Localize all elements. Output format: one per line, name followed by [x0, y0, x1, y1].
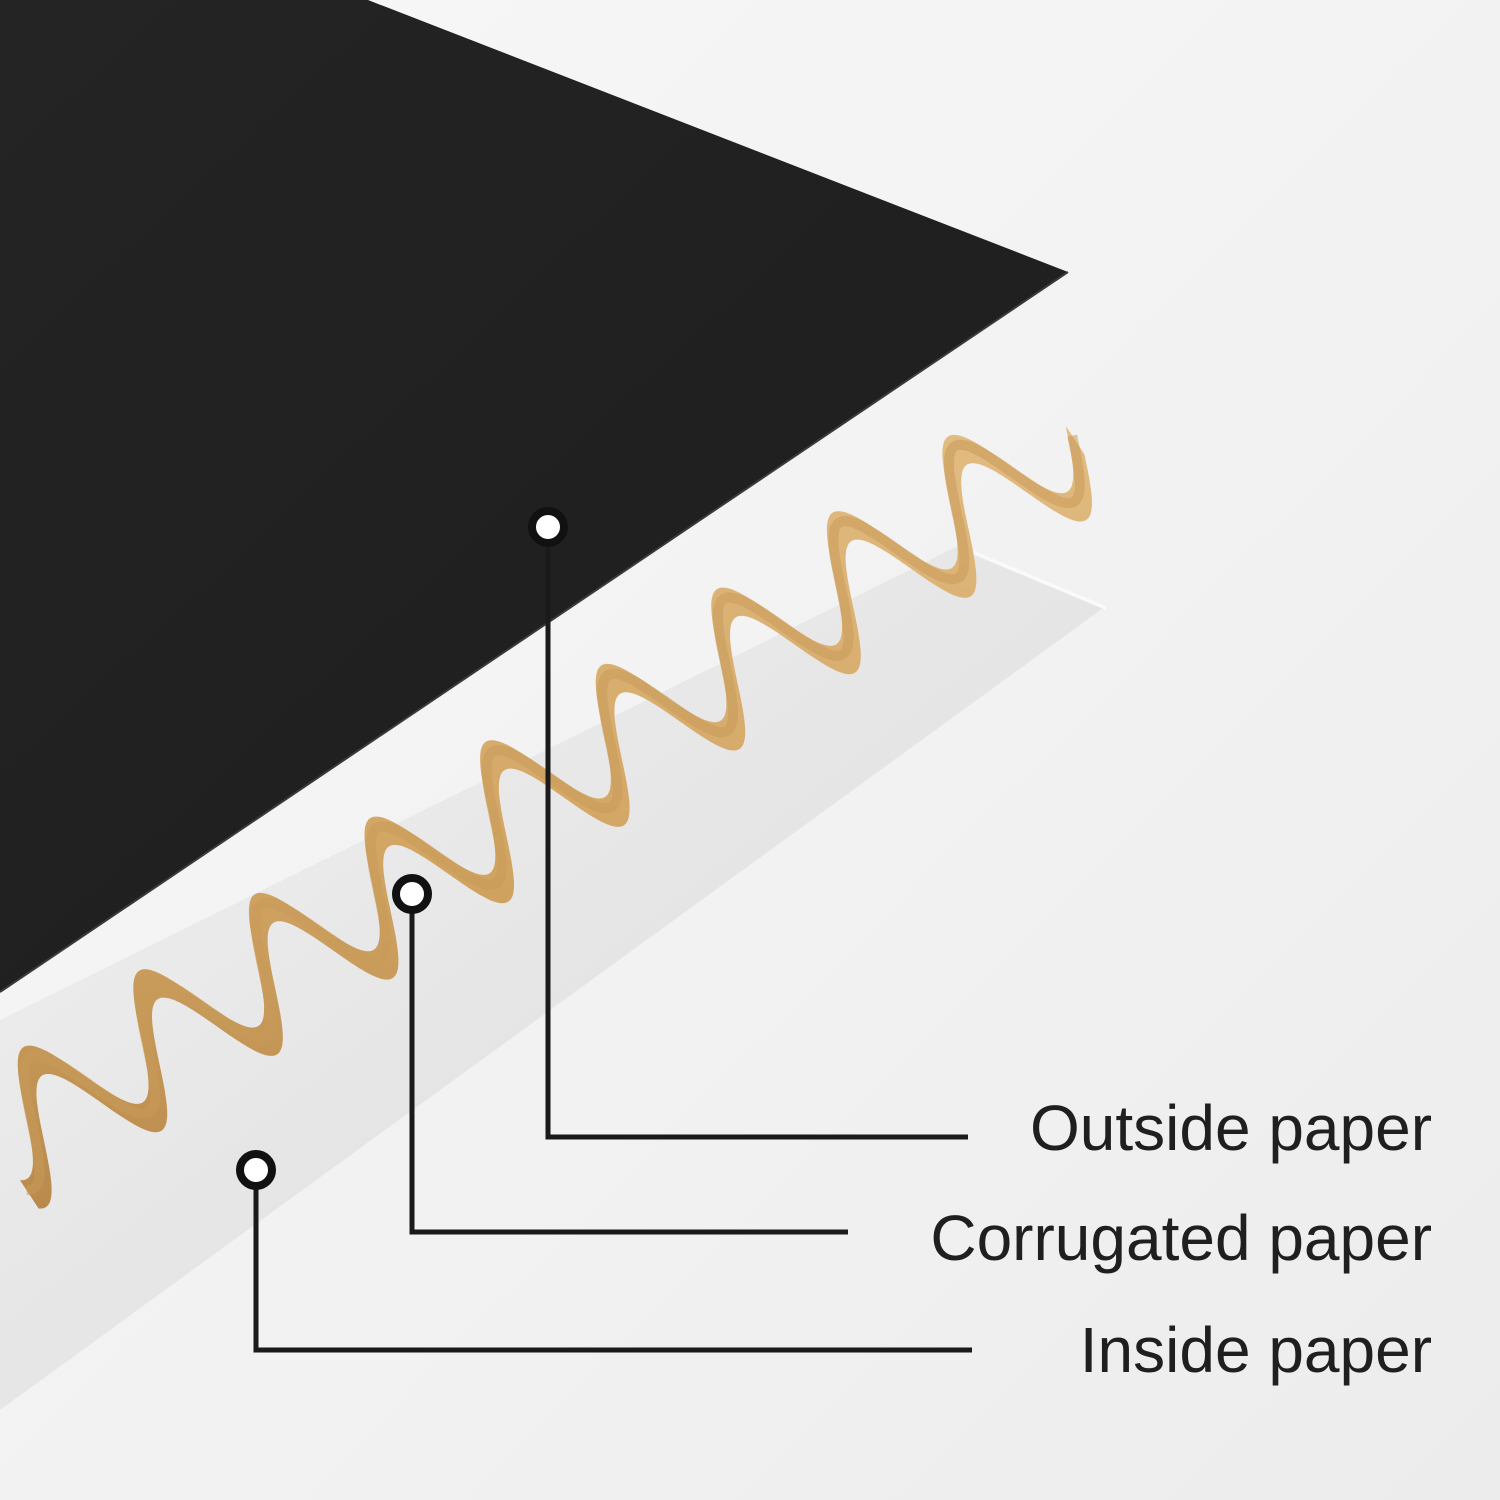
- label-outside-paper: Outside paper: [1029, 1092, 1432, 1164]
- leader-line-corrugated: [409, 894, 848, 1235]
- leader-line-outside: [545, 527, 968, 1140]
- outside-paper-edge: [0, 271, 1069, 993]
- marker-outside: [528, 507, 568, 547]
- inside-paper-edge: [958, 545, 1106, 610]
- label-inside-paper: Inside paper: [1079, 1314, 1432, 1386]
- marker-corrugated: [392, 874, 432, 914]
- marker-inside: [236, 1150, 276, 1190]
- leader-line-inside: [253, 1170, 972, 1353]
- inside-paper-sheet: [0, 545, 1106, 1410]
- outside-paper-sheet: [0, 0, 1068, 992]
- corrugated-flute-crests: [19, 434, 1085, 1196]
- label-corrugated-paper: Corrugated paper: [930, 1202, 1432, 1274]
